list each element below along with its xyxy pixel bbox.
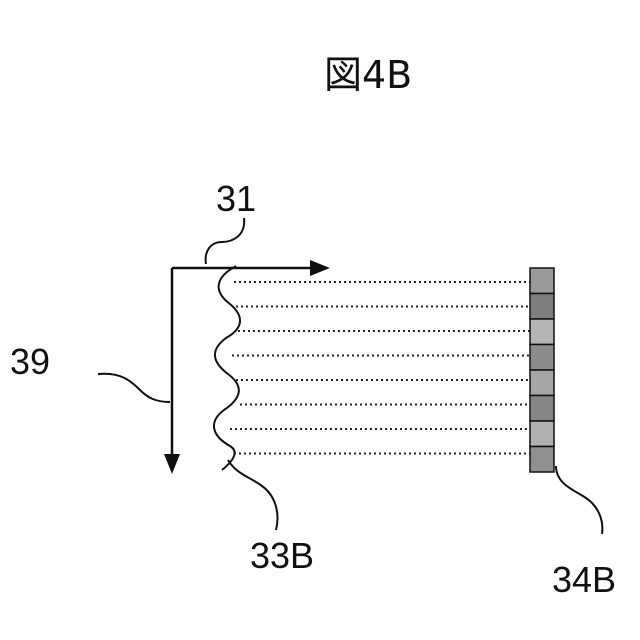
detector-cell	[530, 345, 554, 371]
vertical-arrowhead-icon	[164, 454, 180, 474]
detector-cell	[530, 421, 554, 447]
leader-line-33b	[228, 460, 277, 530]
label-34b: 34B	[552, 559, 616, 600]
label-31: 31	[216, 178, 256, 219]
leader-line-39	[98, 374, 170, 402]
detector-cell	[530, 268, 554, 294]
leader-line-34b	[556, 466, 602, 534]
horizontal-arrowhead-icon	[310, 260, 330, 276]
detector-cell	[530, 294, 554, 320]
label-33b: 33B	[250, 535, 314, 576]
detector-cell	[530, 447, 554, 473]
detector-cell	[530, 319, 554, 345]
detector-array-34b	[530, 268, 554, 472]
wavy-interface-33b	[214, 266, 240, 470]
detector-cell	[530, 396, 554, 422]
label-39: 39	[10, 341, 50, 382]
figure-title: 図4B	[324, 53, 412, 97]
leader-line-31	[206, 218, 245, 264]
detector-cell	[530, 370, 554, 396]
beam-lines	[230, 282, 530, 454]
